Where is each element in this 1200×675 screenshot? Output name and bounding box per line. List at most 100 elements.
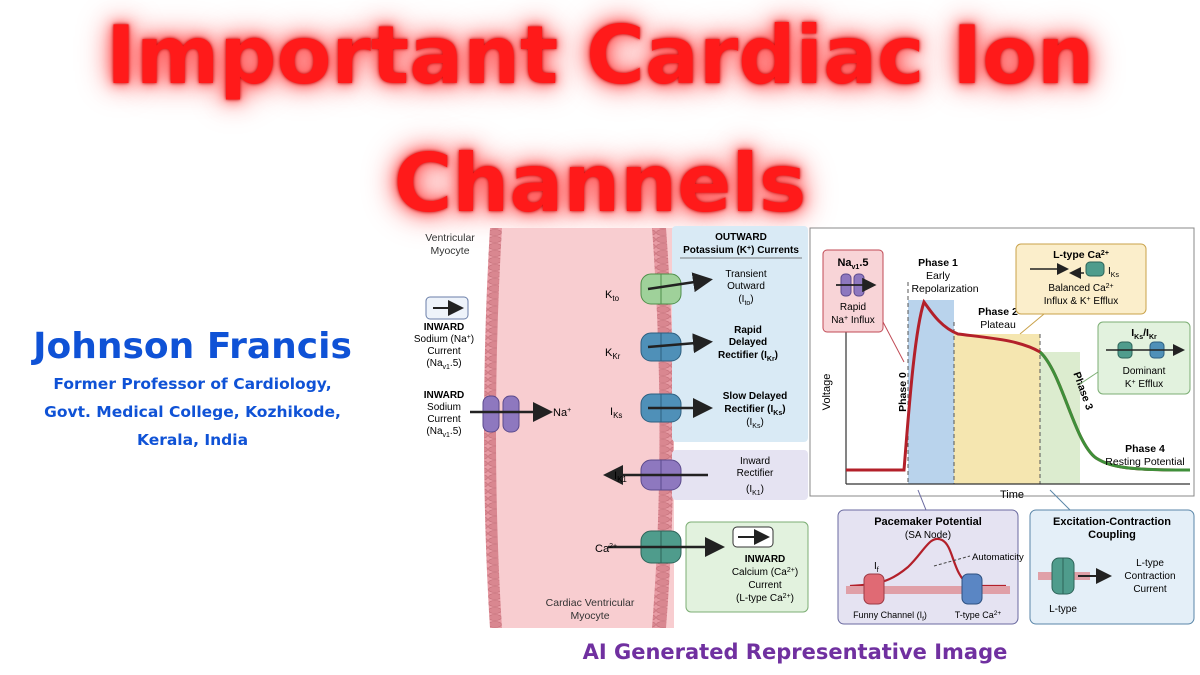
ltype-channel-icon: [1051, 557, 1075, 595]
kto-desc-1: Transient: [725, 269, 767, 280]
x-axis-label: Time: [1000, 489, 1024, 501]
kkr-desc-1: Rapid: [734, 325, 762, 336]
ik1-label: IK1: [614, 470, 627, 484]
funny-channel-label: Funny Channel (If): [853, 610, 927, 623]
outward-head-2: Potassium (K+) Currents: [683, 245, 799, 256]
iks-ikr-callout: [1097, 321, 1191, 395]
phase4-line1: Resting Potential: [1105, 456, 1184, 468]
ec-coupling-title-1: Excitation-Contraction: [1053, 516, 1171, 528]
ltype-iks-label: IKs: [1108, 266, 1119, 279]
iks-ikr-line1: Dominant: [1123, 366, 1166, 377]
if-label: If: [874, 561, 879, 574]
ik1-desc-2: Rectifier: [737, 468, 774, 479]
pacemaker-panel: Pacemaker Potential (SA Node) If Automat…: [837, 489, 1024, 625]
kkr-desc-2: Delayed: [729, 337, 767, 348]
nav-channel-icon: [482, 395, 520, 433]
caption: AI Generated Representative Image: [582, 640, 1008, 664]
outward-head-1: OUTWARD: [715, 232, 767, 243]
phase1-line1: Early: [926, 270, 951, 282]
y-axis-label: Voltage: [821, 374, 833, 411]
iks-desc-2: Rectifier (IKs): [724, 404, 785, 417]
ltype-callout-title: L-type Ca2+: [1053, 249, 1109, 261]
kkr-efflux-arrow-icon: [647, 333, 713, 354]
ltype-calcium-callout: [1015, 243, 1147, 315]
inward-sodium-line2: Current: [427, 414, 461, 425]
ec-coupling-box: [1029, 509, 1195, 625]
inward-sodium-line1: Sodium: [427, 402, 461, 413]
ec-right-1: L-type: [1136, 558, 1164, 569]
nav15-line2: Na+ Influx: [831, 315, 875, 326]
kto-desc-2: Outward: [727, 281, 765, 292]
iks-ikr-callout-title: IKs/IKr: [1131, 327, 1157, 341]
myocyte-label-top-2: Myocyte: [430, 245, 469, 257]
author-affiliation-1: Former Professor of Cardiology,: [53, 375, 332, 393]
kto-label: Kto: [605, 289, 620, 303]
inward-rectifier-box: [672, 450, 808, 500]
inward-sodium-box-line2: Current: [427, 346, 461, 357]
nav15-callout-title: Nav1.5: [837, 257, 868, 271]
automaticity-pointer: [933, 555, 971, 567]
ik1-desc-1: Inward: [740, 456, 770, 467]
phase4-head: Phase 4: [1125, 443, 1165, 455]
ec-right-2: Contraction: [1124, 571, 1175, 582]
kto-efflux-arrow-icon: [647, 272, 713, 293]
phase2-head: Phase 2: [978, 306, 1018, 318]
iks-ikr-callout-pointer: [1079, 371, 1099, 385]
kto-desc-3: (Ito): [738, 294, 753, 307]
inward-sodium-box-line1: Sodium (Na+): [414, 334, 474, 345]
nav15-line1: Rapid: [840, 302, 866, 313]
iks-small-channel-icon: [1085, 261, 1105, 277]
iks-ikr-line2: K+ Efflux: [1125, 379, 1163, 390]
pacemaker-curve: [849, 537, 1006, 588]
phase1-line2: Repolarization: [911, 283, 978, 295]
na-ion-label: Na+: [553, 407, 571, 419]
funny-channel-icon: [863, 573, 885, 605]
inward-sodium-box-head: INWARD: [424, 322, 465, 333]
kkr-desc-3: Rectifier (IKr): [718, 350, 778, 363]
phase1-head: Phase 1: [918, 257, 958, 269]
ca-desc-head: INWARD: [745, 554, 786, 565]
kto-channel-icon: [640, 273, 682, 305]
ttype-calcium-channel-icon: [961, 573, 983, 605]
automaticity-label: Automaticity: [972, 552, 1024, 563]
pacemaker-pointer: [917, 489, 927, 511]
myocyte-label-top-1: Ventricular: [425, 232, 475, 244]
phase2-band: [954, 334, 1040, 484]
inward-sodium-line3: (Nav1.5): [426, 426, 461, 439]
action-potential-chart: Voltage Time Nav1.5 Rapid Na+ Influx Pha…: [809, 227, 1195, 501]
kkr-label: KKr: [605, 347, 621, 361]
nav15-callout: [822, 249, 884, 333]
inward-sodium-box-line3: (Nav1.5): [426, 358, 461, 371]
ltype-callout-line1: Balanced Ca2+: [1048, 283, 1113, 294]
title-line-1: Important Cardiac Ion: [106, 9, 1094, 102]
ltype-callout-line2: Influx & K+ Efflux: [1044, 296, 1119, 307]
author-name: Johnson Francis: [33, 326, 352, 367]
pacemaker-title: Pacemaker Potential: [874, 516, 982, 528]
ttype-label: T-type Ca2+: [955, 610, 1002, 620]
phase1-band: [908, 300, 954, 484]
inward-sodium-head: INWARD: [424, 390, 465, 401]
author-affiliation-2: Govt. Medical College, Kozhikode,: [44, 403, 341, 421]
ca-desc-1: Calcium (Ca2+): [732, 567, 798, 578]
iks-desc-3: (IKs): [746, 417, 764, 430]
ec-ltype-label: L-type: [1049, 604, 1077, 615]
pacemaker-subtitle: (SA Node): [905, 530, 951, 541]
repolarization-line: [1038, 350, 1191, 472]
myocyte-panel: Ventricular Myocyte INWARD Sodium (Na+) …: [414, 226, 809, 628]
iks-desc-1: Slow Delayed: [723, 391, 787, 402]
ion-channel-diagram: Ventricular Myocyte INWARD Sodium (Na+) …: [414, 226, 1195, 628]
phase0-label: Phase 0: [897, 372, 909, 412]
phase2-line1: Plateau: [980, 319, 1016, 331]
nav15-callout-pointer: [882, 321, 905, 363]
ik1-desc-3: (IK1): [746, 484, 764, 497]
ca-ion-label: Ca2+: [595, 543, 617, 555]
myocyte-label-bottom-2: Myocyte: [570, 610, 609, 622]
myocyte-label-bottom-1: Cardiac Ventricular: [546, 597, 635, 609]
ec-coupling-pointer: [1049, 489, 1071, 511]
ec-right-3: Current: [1133, 584, 1167, 595]
ec-coupling-title-2: Coupling: [1088, 529, 1136, 541]
ca-desc-3: (L-type Ca2+): [736, 593, 794, 604]
ltype-calcium-callout-pointer: [1019, 313, 1045, 335]
title-line-2: Channels: [393, 137, 807, 230]
author-affiliation-3: Kerala, India: [136, 431, 249, 449]
